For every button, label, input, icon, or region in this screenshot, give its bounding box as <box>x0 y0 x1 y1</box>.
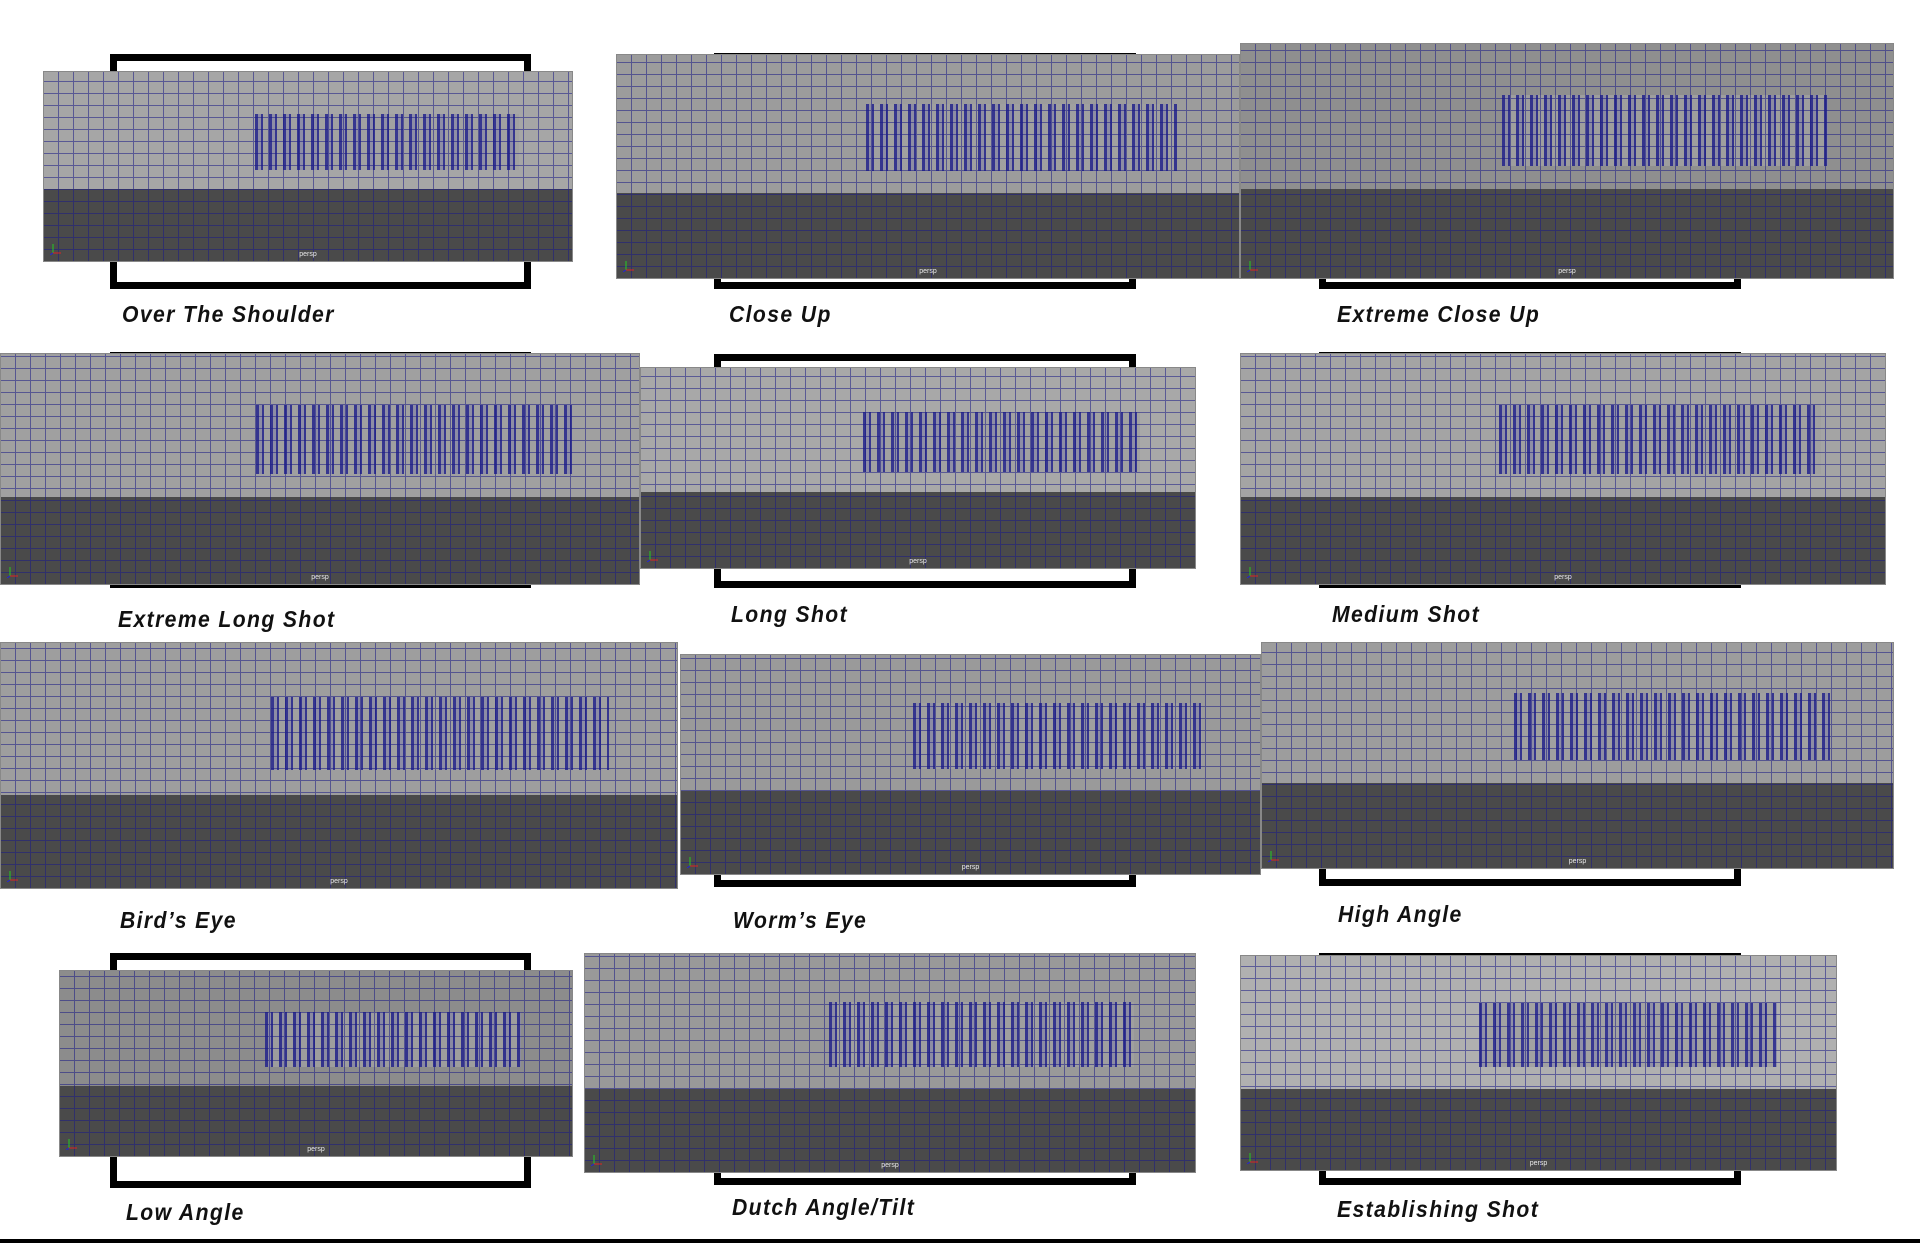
shot-image-extreme-long-shot: persp <box>0 353 640 585</box>
shot-label-establishing-shot: Establishing Shot <box>1337 1196 1540 1222</box>
shot-label-over-the-shoulder: Over The Shoulder <box>122 301 335 327</box>
axis-gizmo-icon <box>647 551 658 562</box>
viewport-camera-label: persp <box>961 864 980 871</box>
shot-label-extreme-close-up: Extreme Close Up <box>1337 301 1541 327</box>
shot-image-bird-s-eye: persp <box>0 642 678 889</box>
wireframe-mesh <box>44 72 572 261</box>
shot-label-bird-s-eye: Bird’s Eye <box>120 907 237 933</box>
axis-gizmo-icon <box>66 1139 77 1150</box>
axis-gizmo-icon <box>1247 261 1258 272</box>
axis-gizmo-icon <box>623 261 634 272</box>
shot-image-close-up: persp <box>616 54 1240 279</box>
wireframe-mesh <box>1241 956 1836 1170</box>
wireframe-mesh <box>585 954 1195 1172</box>
wireframe-mesh <box>1 354 639 584</box>
shot-label-long-shot: Long Shot <box>731 601 849 627</box>
viewport-camera-label: persp <box>919 268 937 275</box>
viewport-camera-label: persp <box>311 574 329 581</box>
axis-gizmo-icon <box>50 244 61 255</box>
axis-gizmo-icon <box>1247 567 1258 578</box>
axis-gizmo-icon <box>7 567 18 578</box>
bottom-divider <box>0 1239 1920 1243</box>
viewport-camera-label: persp <box>307 1146 325 1153</box>
viewport-camera-label: persp <box>881 1162 899 1169</box>
wireframe-mesh <box>60 971 572 1156</box>
axis-gizmo-icon <box>7 871 18 882</box>
shot-image-high-angle: persp <box>1261 642 1894 869</box>
shot-image-long-shot: persp <box>640 367 1196 569</box>
axis-gizmo-icon <box>591 1155 602 1166</box>
viewport-camera-label: persp <box>1554 574 1572 581</box>
shot-label-worm-s-eye: Worm’s Eye <box>733 907 868 933</box>
shot-label-medium-shot: Medium Shot <box>1332 601 1481 627</box>
shot-label-low-angle: Low Angle <box>126 1199 245 1225</box>
shot-image-low-angle: persp <box>59 970 573 1157</box>
shot-image-establishing-shot: persp <box>1240 955 1837 1171</box>
wireframe-mesh <box>681 655 1260 874</box>
wireframe-mesh <box>1241 44 1893 278</box>
shot-label-extreme-long-shot: Extreme Long Shot <box>118 606 336 632</box>
wireframe-mesh <box>641 368 1195 568</box>
wireframe-mesh <box>617 55 1239 278</box>
shot-image-extreme-close-up: persp <box>1240 43 1894 279</box>
shot-label-dutch-angle-tilt: Dutch Angle/Tilt <box>732 1194 916 1220</box>
wireframe-mesh <box>1262 643 1893 868</box>
viewport-camera-label: persp <box>1558 268 1576 275</box>
shot-label-close-up: Close Up <box>729 301 832 327</box>
shot-image-worm-s-eye: persp <box>680 654 1261 875</box>
wireframe-mesh <box>1 643 677 888</box>
viewport-camera-label: persp <box>909 558 927 565</box>
viewport-camera-label: persp <box>299 251 317 258</box>
axis-gizmo-icon <box>1268 851 1279 862</box>
shot-label-high-angle: High Angle <box>1338 901 1463 927</box>
viewport-camera-label: persp <box>1568 858 1587 865</box>
viewport-camera-label: persp <box>330 878 348 885</box>
shot-image-dutch-angle-tilt: persp <box>584 953 1196 1173</box>
viewport-camera-label: persp <box>1529 1160 1548 1167</box>
axis-gizmo-icon <box>687 857 698 868</box>
shot-image-over-the-shoulder: persp <box>43 71 573 262</box>
axis-gizmo-icon <box>1247 1153 1258 1164</box>
wireframe-mesh <box>1241 354 1885 584</box>
shot-image-medium-shot: persp <box>1240 353 1886 585</box>
